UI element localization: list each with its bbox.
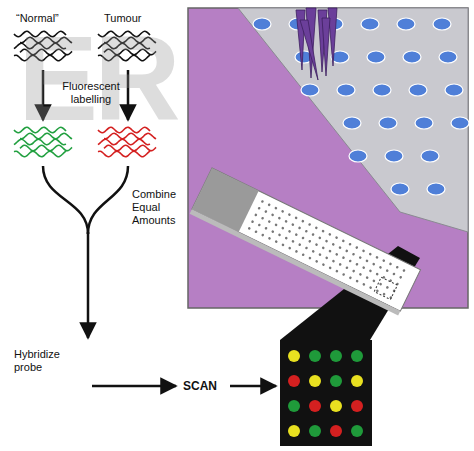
step-label: SCAN bbox=[183, 379, 217, 393]
watermark: ER bbox=[18, 18, 177, 138]
scan-image bbox=[280, 340, 372, 446]
step-label: Tumour bbox=[104, 12, 142, 25]
step-label: Combine Equal Amounts bbox=[132, 188, 188, 228]
pin-head bbox=[296, 8, 337, 80]
step-label: “Normal” bbox=[16, 12, 59, 25]
plate-wells bbox=[253, 18, 469, 195]
step-label: Fluorescent labelling bbox=[55, 80, 127, 106]
step-label: Hybridize probe bbox=[14, 348, 84, 374]
scan-spots bbox=[288, 350, 363, 437]
glass-slide bbox=[190, 168, 421, 316]
